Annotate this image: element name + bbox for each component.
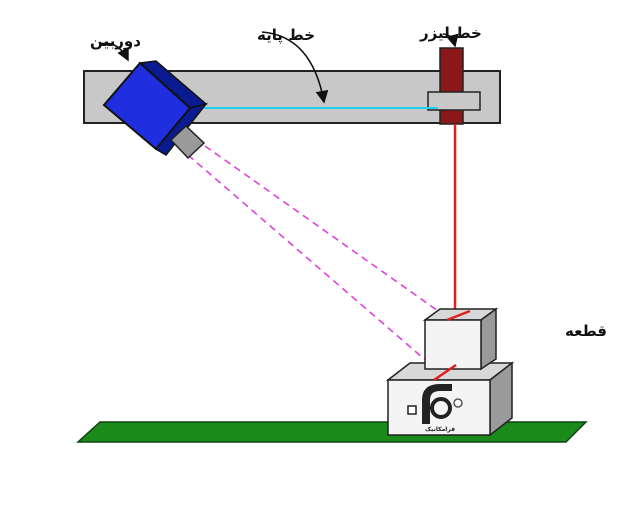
camera-lens (169, 124, 206, 160)
part-block (422, 307, 499, 371)
brand-logo: فرامکانیک (407, 384, 463, 433)
camera (102, 60, 208, 160)
baseline-label: خط پایه (257, 26, 315, 45)
camera-label: دوربین (90, 32, 141, 50)
part-label: قطعه (565, 322, 607, 340)
brand-logo-text: فرامکانیک (425, 426, 455, 433)
laser-mark-top (446, 309, 471, 322)
ground-plate (76, 421, 588, 443)
laser-line-callout-arrow (442, 33, 459, 48)
laser-mount (427, 91, 481, 111)
laser-housing (439, 47, 464, 125)
laser-line-label: خط لیزر (419, 24, 482, 42)
camera-view-line-lower (187, 154, 431, 365)
camera-callout-arrow (99, 42, 129, 62)
camera-view-line-upper (204, 145, 449, 319)
laser-mark-base (433, 363, 457, 382)
baseline-callout-arrow (261, 31, 329, 104)
base-block (385, 361, 515, 437)
